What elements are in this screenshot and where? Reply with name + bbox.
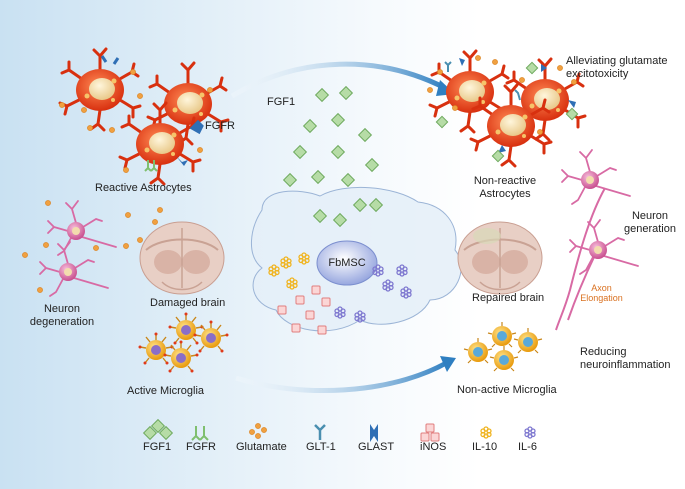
non-reactive-line1: Non-reactive (473, 175, 537, 187)
glast-icon (370, 424, 378, 442)
legend-label-glast: GLAST (358, 441, 395, 453)
neuron-generation-line1: Neuron (631, 210, 669, 222)
reactive-astrocytes (58, 47, 230, 186)
axon-line1: Axon (591, 283, 612, 293)
legend-label-inos: iNOS (420, 441, 447, 453)
active-microglia-label: Active Microglia (127, 385, 205, 397)
active-microglia-cluster (137, 311, 230, 374)
legend: FGF1 FGFR Glutamate GLT-1 GLAST iNOS IL-… (0, 441, 685, 461)
glutamate-icon (249, 423, 267, 439)
reducing-neuroinflammation-label: Reducing neuroinflammation (580, 346, 671, 372)
glt1-icon (314, 424, 326, 440)
degenerating-neurons (39, 200, 117, 297)
non-reactive-line2: Astrocytes (479, 188, 531, 200)
fgfr-label: FGFR (205, 120, 235, 132)
damaged-brain-image (139, 221, 225, 295)
fgf1-label: FGF1 (267, 96, 296, 108)
new-neurons (555, 149, 639, 331)
legend-label-fgfr: FGFR (186, 441, 216, 453)
fgfr-icon (191, 426, 209, 441)
top-arrow (230, 61, 447, 99)
neuron-degeneration-line1: Neuron (43, 303, 81, 315)
axon-line2: Elongation (580, 293, 623, 303)
reactive-astrocytes-label: Reactive Astrocytes (95, 182, 192, 194)
legend-label-il6: IL-6 (518, 441, 537, 453)
neuron-degeneration-line2: degeneration (29, 316, 95, 328)
alleviating-line1: Alleviating glutamate (566, 55, 668, 67)
repaired-brain-image (457, 221, 543, 295)
legend-label-glt1: GLT-1 (306, 441, 336, 453)
neuron-generation-label: Neuron generation (615, 210, 685, 236)
reducing-line2: neuroinflammation (580, 359, 671, 371)
legend-label-glutamate: Glutamate (236, 441, 287, 453)
non-active-microglia-cluster (463, 321, 543, 372)
legend-label-fgf1: FGF1 (143, 441, 172, 453)
neuron-degeneration-label: Neuron degeneration (22, 303, 102, 329)
bottom-arrow (235, 359, 450, 394)
non-active-microglia-label: Non-active Microglia (457, 384, 557, 396)
alleviating-label: Alleviating glutamate excitotoxicity (566, 55, 668, 81)
il6-icon (524, 426, 536, 439)
repaired-brain-label: Repaired brain (472, 292, 545, 304)
inos-icon (420, 423, 440, 442)
neuron-generation-line2: generation (624, 223, 676, 235)
legend-icons (143, 419, 536, 442)
legend-label-il10: IL-10 (472, 441, 498, 453)
axon-elongation-label: Axon Elongation (574, 283, 629, 303)
fgf1-icon (143, 419, 173, 440)
non-reactive-astrocytes-label: Non-reactive Astrocytes (460, 175, 550, 201)
non-reactive-astrocytes (428, 49, 587, 168)
reducing-line1: Reducing (580, 346, 627, 358)
damaged-brain-label: Damaged brain (150, 297, 226, 309)
fbmsc-cell (316, 240, 378, 286)
fbmsc-label: FbMSC (328, 257, 366, 269)
il10-icon (480, 426, 492, 439)
alleviating-line2: excitotoxicity (566, 68, 629, 80)
